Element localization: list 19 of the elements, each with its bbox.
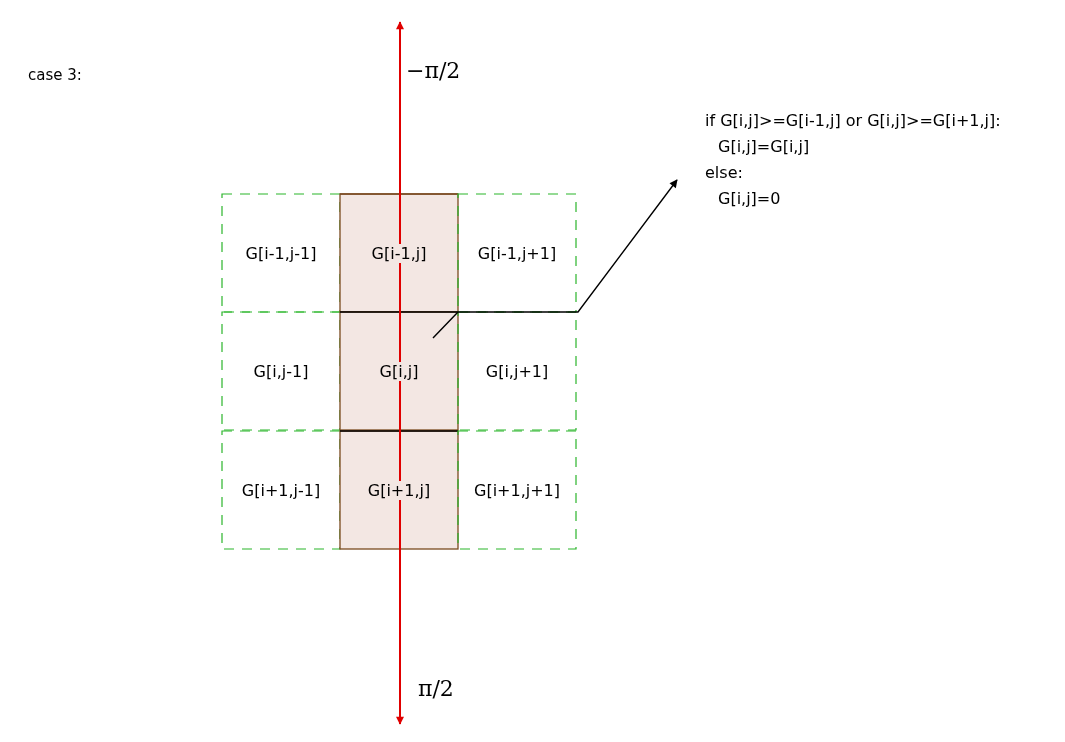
angle-label: π/2 — [418, 676, 454, 701]
grid-cell — [340, 431, 458, 550]
code-line: G[i,j]=G[i,j] — [717, 136, 811, 158]
cell-label: G[i-1,j] — [369, 244, 429, 263]
grid-cell — [340, 194, 458, 313]
arrow — [432, 179, 678, 339]
cell-label: G[i,j-1] — [251, 362, 311, 381]
code-line: G[i,j]=0 — [717, 188, 782, 210]
neighbor-cell — [458, 312, 576, 431]
code-line: if G[i,j]>=G[i-1,j] or G[i,j]>=G[i+1,j]: — [705, 110, 1002, 132]
neighbor-cell — [458, 431, 576, 550]
cell-label: G[i-1,j-1] — [243, 244, 319, 263]
angle-label: −π/2 — [406, 58, 461, 83]
neighbor-cell — [458, 194, 576, 313]
cell-label: G[i+1,j+1] — [472, 481, 562, 500]
cell-label: G[i,j] — [377, 362, 421, 381]
case-label: case 3: — [28, 66, 82, 84]
code-line: else: — [705, 162, 744, 184]
grid-cell — [340, 312, 458, 431]
